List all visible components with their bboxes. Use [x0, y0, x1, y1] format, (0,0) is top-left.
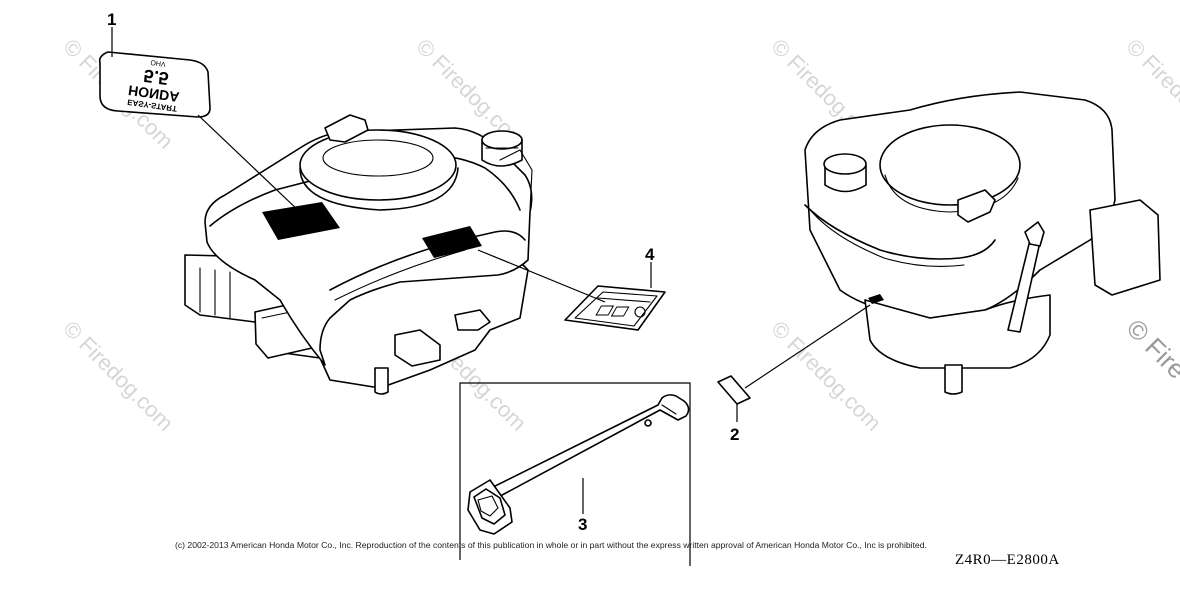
label-text-line: 5.5 [142, 65, 170, 88]
callout-3: 3 [578, 515, 587, 534]
label-text-line: HONDA [127, 82, 180, 105]
watermark: © Fire [1121, 313, 1180, 385]
watermark: © Firedog.com [58, 316, 178, 436]
callout-4: 4 [645, 245, 655, 264]
callout-2: 2 [730, 425, 739, 444]
diagram-code: Z4R0—E2800A [955, 552, 1060, 568]
part-4-caution-label[interactable] [564, 285, 666, 331]
callout-labels: 1 2 3 4 [107, 10, 739, 534]
label-position-marker [422, 226, 482, 258]
part-1-emblem-label[interactable]: EASY-START HONDA 5.5 OHV [98, 51, 211, 118]
part-group-frame [459, 382, 691, 566]
label-text-line: OHV [150, 58, 166, 67]
label-position-marker [868, 294, 884, 304]
engine-right-illustration [804, 91, 1161, 395]
part-3-spark-plug-wrench[interactable] [467, 394, 690, 535]
leader-lines [111, 27, 871, 514]
engine-left-illustration [184, 114, 533, 395]
copyright-notice: (c) 2002-2013 American Honda Motor Co., … [175, 540, 927, 550]
part-2-small-label[interactable] [717, 375, 751, 405]
callout-1: 1 [107, 10, 116, 29]
label-position-marker [262, 202, 340, 240]
watermark: © Firedog.com [1121, 34, 1180, 154]
